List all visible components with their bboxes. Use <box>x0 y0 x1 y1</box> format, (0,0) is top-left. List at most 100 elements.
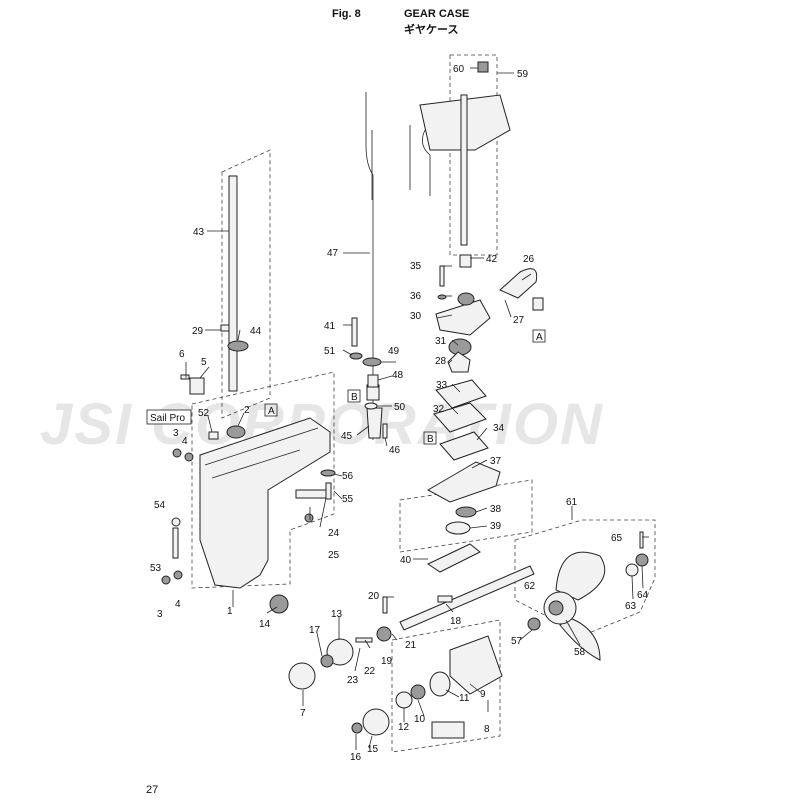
pump-outlet <box>457 292 475 306</box>
bearing-12 <box>395 691 413 709</box>
pump-base <box>426 461 501 503</box>
part-label-38: 38 <box>490 504 502 515</box>
part-label-22: 22 <box>364 666 376 677</box>
washer-49 <box>362 357 382 367</box>
part-label-48: 48 <box>392 370 404 381</box>
grommet-60 <box>477 61 489 73</box>
part-label-17: 17 <box>309 625 321 636</box>
page-number: 27 <box>146 784 159 796</box>
part-label-25: 25 <box>328 550 340 561</box>
o-ring-39 <box>445 521 471 535</box>
part-label-14: 14 <box>259 619 271 630</box>
washer-51 <box>349 352 363 360</box>
pin-23 <box>355 637 373 643</box>
washer-17 <box>320 654 334 668</box>
page-title-japanese: ギヤケース <box>404 23 459 36</box>
grommet-42 <box>459 254 472 268</box>
o-ring-11 <box>429 671 451 697</box>
gasket-40 <box>426 543 481 573</box>
group-frame-water-tube <box>449 54 498 256</box>
key-18 <box>437 595 453 603</box>
part-label-42: 42 <box>486 254 498 265</box>
impeller <box>447 351 471 373</box>
part-label-65: 65 <box>611 533 623 544</box>
sail-pro-label: Sail Pro <box>150 413 185 424</box>
cotter-pin-65 <box>639 531 644 549</box>
propeller-shaft <box>399 565 535 631</box>
part-label-61: 61 <box>566 497 578 508</box>
bearing-housing-9 <box>449 635 503 695</box>
group-frame-propeller <box>514 519 656 636</box>
washer-57 <box>527 617 541 631</box>
gasket-33 <box>435 379 487 409</box>
bolt-41 <box>351 317 358 347</box>
drive-shaft-bearing <box>227 340 249 352</box>
propeller-blade-bottom <box>559 617 601 661</box>
ref-mark-a-right: A <box>536 332 543 343</box>
part-label-54: 54 <box>154 500 166 511</box>
pin-46 <box>382 423 388 439</box>
ref-box-b-left <box>347 389 361 403</box>
part-label-10: 10 <box>414 714 426 725</box>
anode <box>189 377 205 395</box>
part-label-64: 64 <box>637 590 649 601</box>
part-label-60: 60 <box>453 64 465 75</box>
part-label-41: 41 <box>324 321 336 332</box>
part-label-28: 28 <box>435 356 447 367</box>
gear-case-housing <box>199 417 331 589</box>
group-frame-gearcase <box>191 371 335 589</box>
part-label-2: 2 <box>244 405 250 416</box>
pinion-gear <box>269 594 289 614</box>
pin <box>220 324 230 332</box>
part-label-12: 12 <box>398 722 410 733</box>
sail-pro-plug <box>208 431 219 440</box>
part-label-24: 24 <box>328 528 340 539</box>
part-label-46: 46 <box>389 445 401 456</box>
group-frame-pump <box>399 479 533 553</box>
part-label-21: 21 <box>405 640 417 651</box>
ref-mark-b-left: B <box>351 392 358 403</box>
part-label-5: 5 <box>201 357 207 368</box>
screw-6 <box>180 374 190 380</box>
ref-mark-b-right: B <box>427 434 434 445</box>
part-label-11: 11 <box>459 693 470 704</box>
shift-rod <box>365 92 374 440</box>
group-frame-bearing-housing <box>391 619 501 753</box>
ref-box-a-right <box>532 329 546 343</box>
part-label-31: 31 <box>435 336 447 347</box>
part-label-3-top: 3 <box>173 428 179 439</box>
washer-54 <box>171 517 181 527</box>
propeller-blade-top <box>555 551 606 601</box>
part-label-8: 8 <box>484 724 490 735</box>
washer-56 <box>320 469 336 477</box>
pump-housing <box>435 299 491 336</box>
part-label-29: 29 <box>192 326 204 337</box>
sail-pro-box <box>146 409 192 425</box>
screw-27 <box>532 297 544 311</box>
figure-number: Fig. 8 <box>332 8 361 20</box>
ref-box-b-right <box>423 431 437 445</box>
washer-4-bottom <box>173 570 183 580</box>
forward-gear-13 <box>326 638 354 666</box>
group-frame-shaft <box>221 149 271 419</box>
bolt-55 <box>325 482 332 500</box>
part-label-44: 44 <box>250 326 262 337</box>
part-label-43: 43 <box>193 227 205 238</box>
part-label-52: 52 <box>198 408 210 419</box>
part-label-53: 53 <box>150 563 162 574</box>
part-label-63: 63 <box>625 601 637 612</box>
washer-63 <box>625 563 639 577</box>
part-label-7: 7 <box>300 708 306 719</box>
bearing-7 <box>288 662 316 690</box>
oil-seal-38 <box>455 506 477 518</box>
drive-shaft <box>228 175 238 392</box>
part-label-19: 19 <box>381 656 393 667</box>
washer-16 <box>351 722 363 734</box>
part-label-1: 1 <box>227 606 233 617</box>
part-label-23: 23 <box>347 675 359 686</box>
part-label-9: 9 <box>480 689 486 700</box>
impeller-insert <box>448 338 472 356</box>
part-label-16: 16 <box>350 752 362 763</box>
ref-mark-a-top: A <box>268 406 275 417</box>
